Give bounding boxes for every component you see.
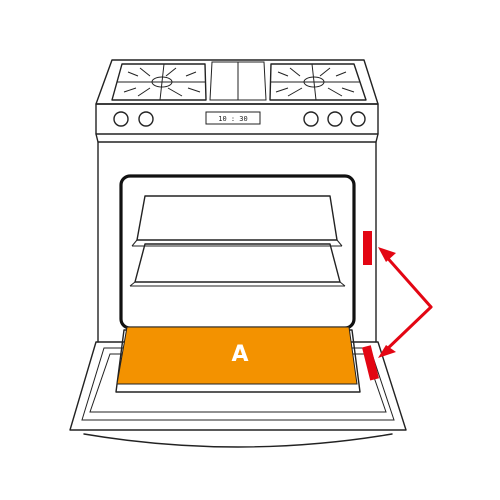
- pad-logo-letter: A: [231, 342, 248, 367]
- oven-cavity: [119, 174, 356, 330]
- door-handle[interactable]: [83, 433, 393, 448]
- door-sensor-marker-icon: [362, 345, 379, 381]
- control-knob-icon[interactable]: [350, 111, 366, 127]
- control-knob-icon[interactable]: [327, 111, 343, 127]
- burner-grate-icon: [111, 63, 207, 101]
- orange-pad: A: [116, 326, 358, 385]
- burner-grate-icon: [269, 63, 367, 101]
- oven-rack-icon: [129, 243, 346, 287]
- oven-body: [97, 141, 377, 343]
- control-knob-icon[interactable]: [138, 111, 154, 127]
- clock-time: 10 : 30: [218, 115, 248, 123]
- pad-surface: [116, 326, 358, 385]
- door-sensor-marker-icon: [363, 231, 372, 265]
- pointer-arrowhead: [378, 247, 396, 262]
- cooktop: [95, 59, 379, 105]
- oven-rack-icon: [131, 195, 343, 247]
- control-panel: 10 : 30: [95, 103, 379, 143]
- control-knob-icon[interactable]: [113, 111, 129, 127]
- pointer-arrow-icon: [382, 252, 433, 354]
- control-panel-frame: [95, 103, 379, 135]
- center-griddle: [209, 61, 267, 101]
- control-knob-icon[interactable]: [303, 111, 319, 127]
- clock-display: [205, 111, 261, 125]
- pointer-arrowhead: [378, 345, 396, 358]
- oven-body-outline: [97, 141, 377, 343]
